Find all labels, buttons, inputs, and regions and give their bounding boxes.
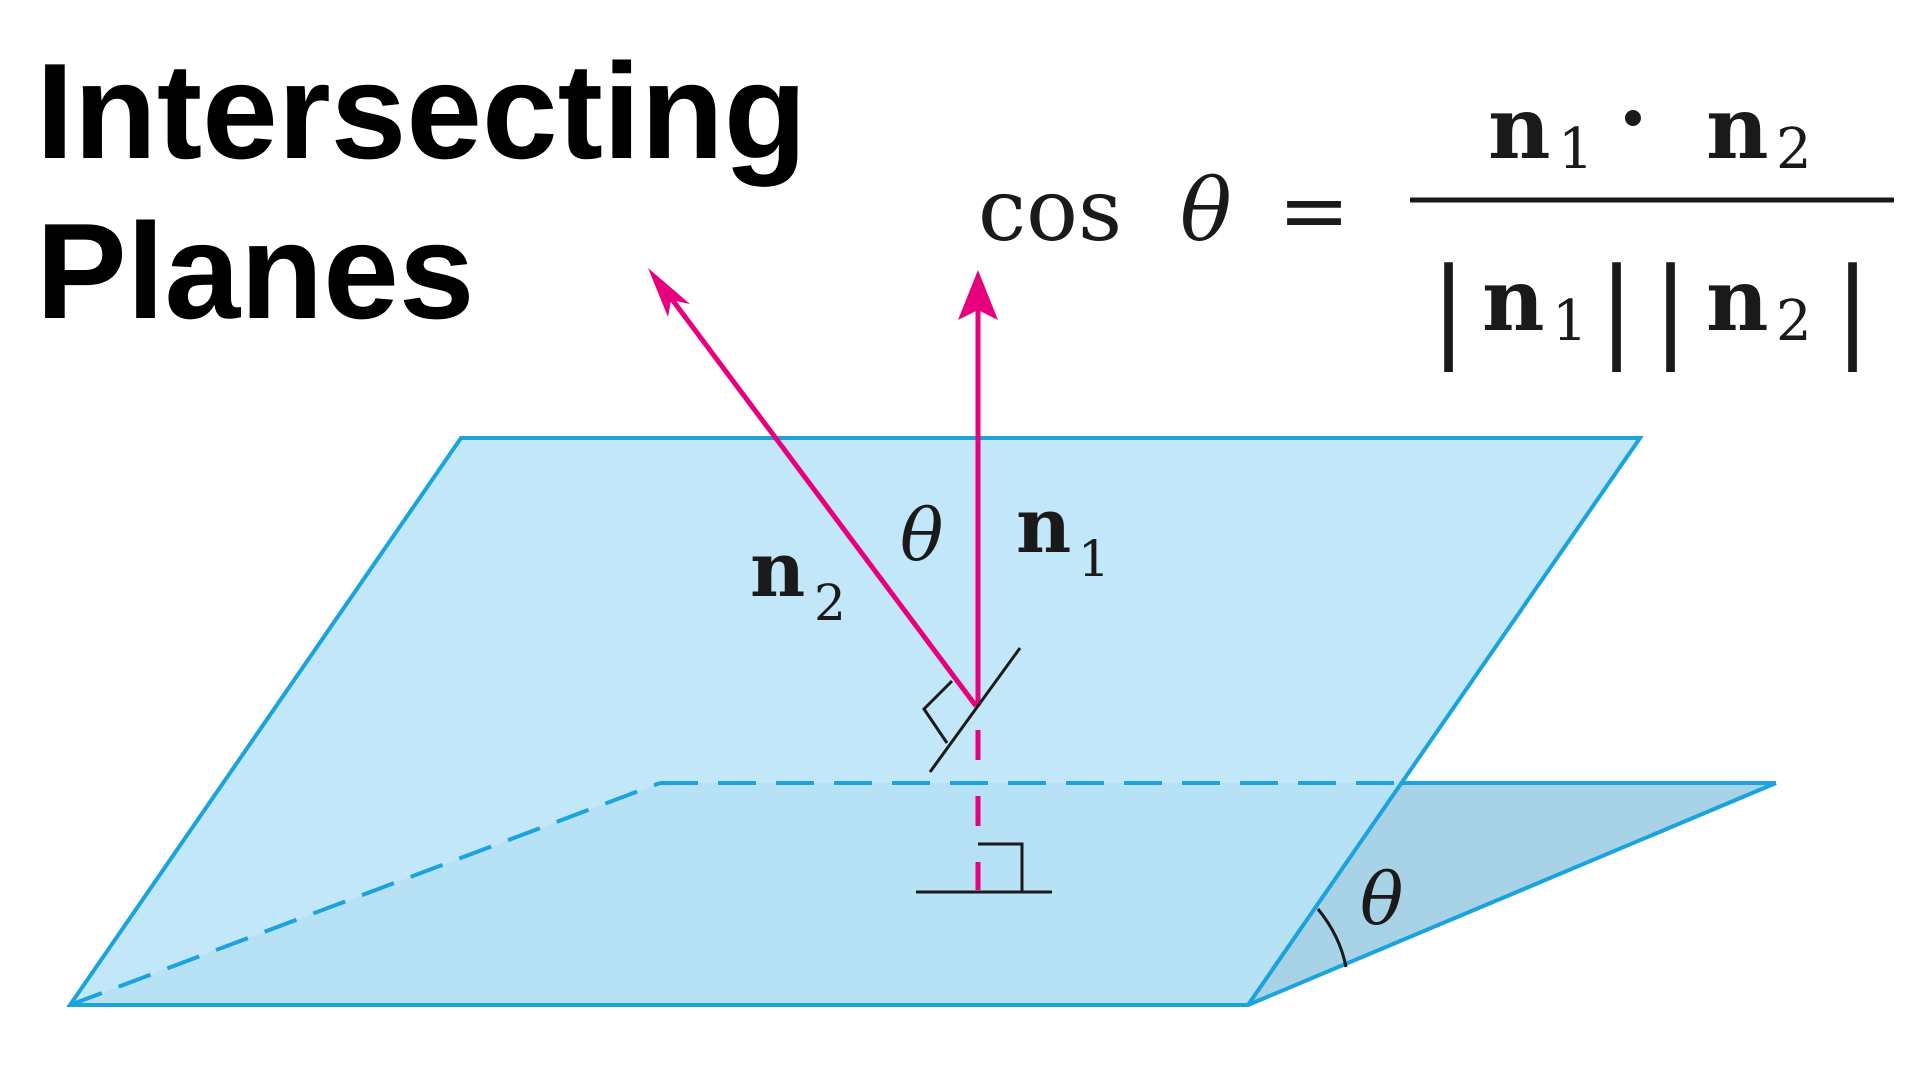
- numerator-n2-letter: n: [1706, 78, 1769, 179]
- n1-label: n 1: [1016, 481, 1110, 588]
- denominator-n2-letter: n: [1706, 250, 1769, 351]
- denominator-n1-subscript: 1: [1552, 289, 1588, 354]
- denominator-n1-letter: n: [1482, 250, 1545, 351]
- denominator-bar-3: |: [1652, 244, 1689, 372]
- normal-n2-arrowhead: [648, 268, 690, 317]
- denominator-bar-2: |: [1598, 244, 1635, 372]
- formula-theta: θ: [1180, 161, 1232, 261]
- formula-equals: =: [1278, 161, 1350, 261]
- n1-subscript: 1: [1078, 530, 1110, 588]
- numerator-n2-subscript: 2: [1776, 117, 1812, 182]
- title-line-2: Planes: [36, 195, 474, 347]
- formula-cos: cos: [978, 161, 1122, 261]
- normal-n2-shaft: [665, 292, 979, 708]
- denominator-bar-1: |: [1430, 244, 1467, 372]
- denominator-n2-subscript: 2: [1776, 289, 1812, 354]
- n2-subscript: 2: [814, 574, 846, 632]
- numerator-n1-letter: n: [1488, 78, 1551, 179]
- upper-plane: [66, 436, 1644, 1007]
- right-angle-mark-upper: [922, 679, 954, 744]
- n1-vector-letter: n: [1016, 481, 1071, 570]
- lower-plane-left-edge-hidden: [69, 781, 661, 1007]
- n2-vector-letter: n: [750, 525, 805, 614]
- theta-dihedral-label: θ: [1360, 857, 1403, 941]
- numerator-n1-subscript: 1: [1558, 117, 1594, 182]
- title-line-1: Intersecting: [36, 35, 807, 187]
- cosine-formula: cos θ = n 1 · n 2 | n 1 | | n 2 |: [978, 68, 1894, 372]
- dihedral-angle-arc: [1316, 908, 1348, 968]
- numerator-dot: ·: [1618, 68, 1648, 169]
- right-angle-mark-lower: [978, 842, 1024, 892]
- denominator-bar-4: |: [1834, 244, 1871, 372]
- theta-between-normals-label: θ: [900, 493, 943, 577]
- normal-n1-arrowhead: [958, 270, 998, 320]
- upper-plane-reference-line: [928, 647, 1022, 773]
- lower-plane-right-edge: [1247, 781, 1777, 1007]
- n2-label: n 2: [750, 525, 846, 632]
